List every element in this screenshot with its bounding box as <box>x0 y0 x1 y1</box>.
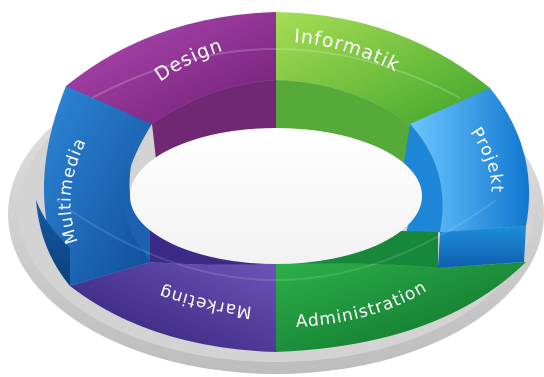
segment-projekt[interactable] <box>410 88 530 232</box>
segment-administration[interactable] <box>276 262 526 352</box>
segment-design[interactable] <box>66 12 276 124</box>
segment-informatik[interactable] <box>276 12 490 124</box>
segment-multimedia[interactable] <box>43 86 152 286</box>
ring-center-hole <box>130 128 422 264</box>
segment-marketing[interactable] <box>70 262 276 352</box>
